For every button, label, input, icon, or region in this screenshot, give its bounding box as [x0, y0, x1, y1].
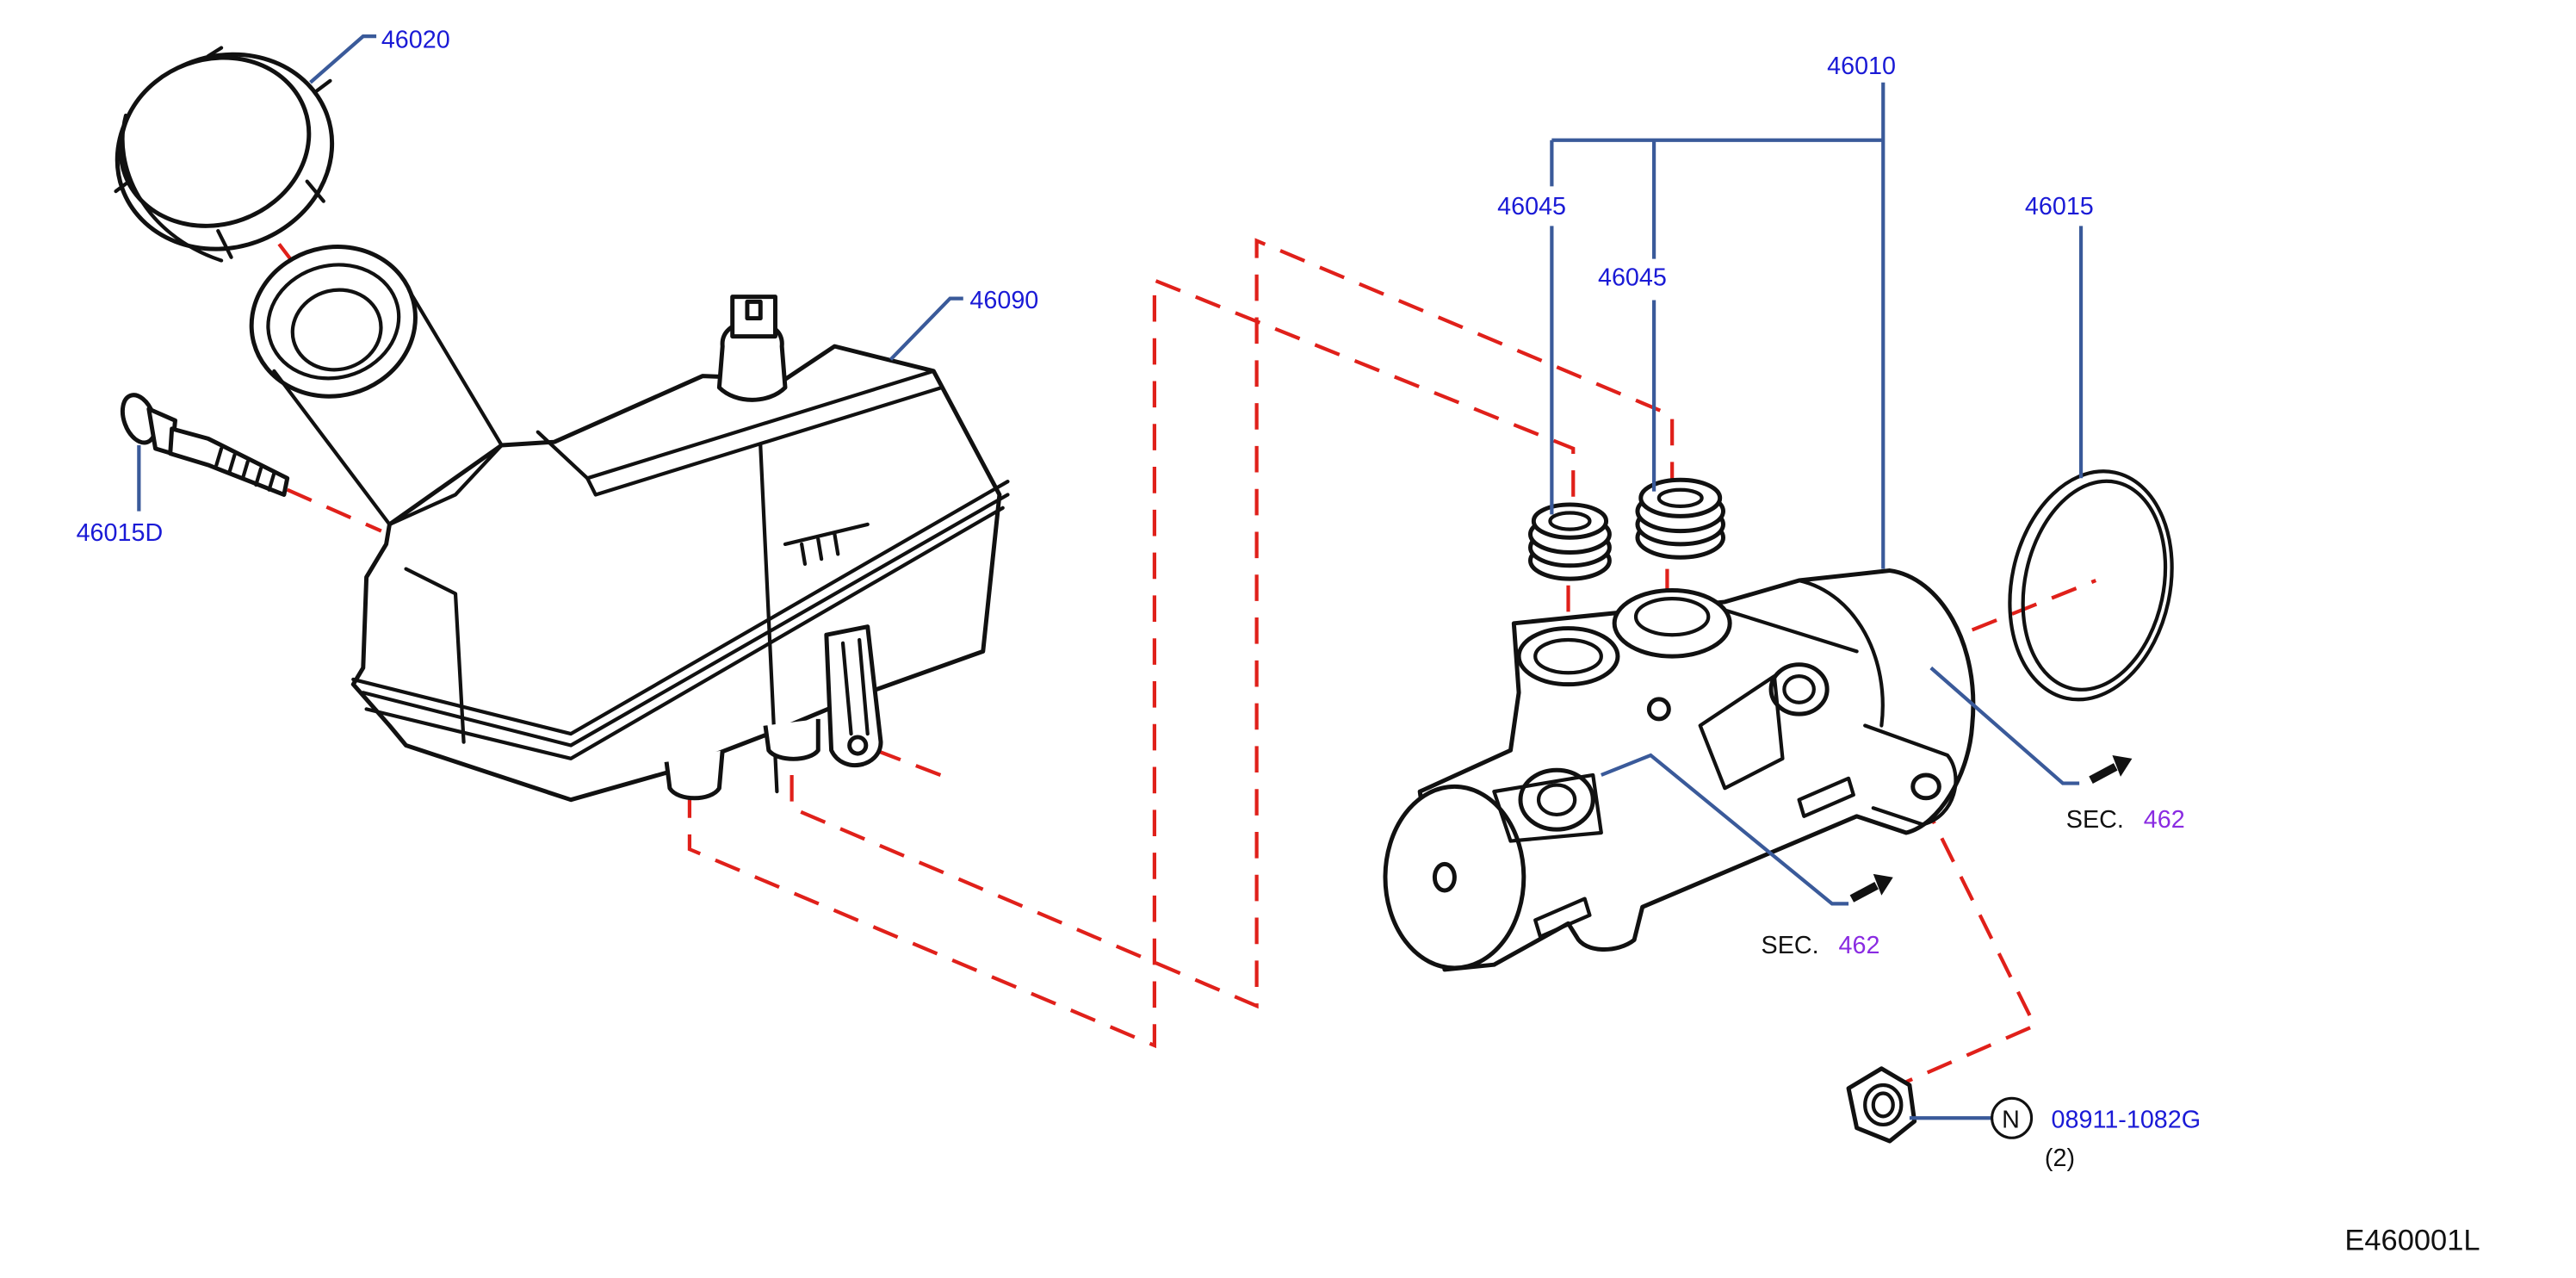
- callout-46010[interactable]: 46010: [1827, 53, 1896, 80]
- assembly-lines: [277, 238, 2097, 1084]
- callout-46020[interactable]: 46020: [381, 27, 450, 54]
- grommet-right[interactable]: [1635, 477, 1726, 560]
- n-symbol: N: [2002, 1107, 2020, 1134]
- brake-master-cylinder[interactable]: [1383, 568, 1976, 972]
- section-ref-number[interactable]: 462: [1839, 932, 1880, 959]
- callout-08911-1082g[interactable]: 08911-1082G: [2052, 1107, 2201, 1134]
- o-ring[interactable]: [1990, 456, 2193, 715]
- diagram-id: E460001L: [2344, 1224, 2480, 1256]
- arrow-icon: [1849, 873, 1893, 903]
- section-ref-number[interactable]: 462: [2144, 806, 2185, 834]
- nut-quantity: (2): [2045, 1145, 2075, 1172]
- direction-arrows: [1849, 754, 2133, 903]
- section-ref-prefix: SEC.: [1762, 932, 1819, 959]
- grommet-left[interactable]: [1527, 502, 1612, 581]
- callout-46015[interactable]: 46015: [2025, 193, 2094, 220]
- callout-46015d[interactable]: 46015D: [77, 519, 164, 547]
- callout-labels: 46020 46090 46015D 46010 46045 46045 460…: [77, 27, 2480, 1257]
- callout-46045-right[interactable]: 46045: [1598, 264, 1667, 291]
- section-ref-prefix: SEC.: [2066, 806, 2124, 834]
- leader-lines: [137, 34, 2084, 1139]
- hex-nut[interactable]: [1846, 1066, 1917, 1144]
- reservoir-pin[interactable]: [116, 390, 290, 497]
- brake-fluid-reservoir[interactable]: [235, 228, 1010, 803]
- callout-46045-left[interactable]: 46045: [1497, 193, 1566, 220]
- reservoir-cap[interactable]: [90, 25, 359, 279]
- arrow-icon: [2089, 754, 2133, 784]
- callout-46090[interactable]: 46090: [969, 287, 1038, 314]
